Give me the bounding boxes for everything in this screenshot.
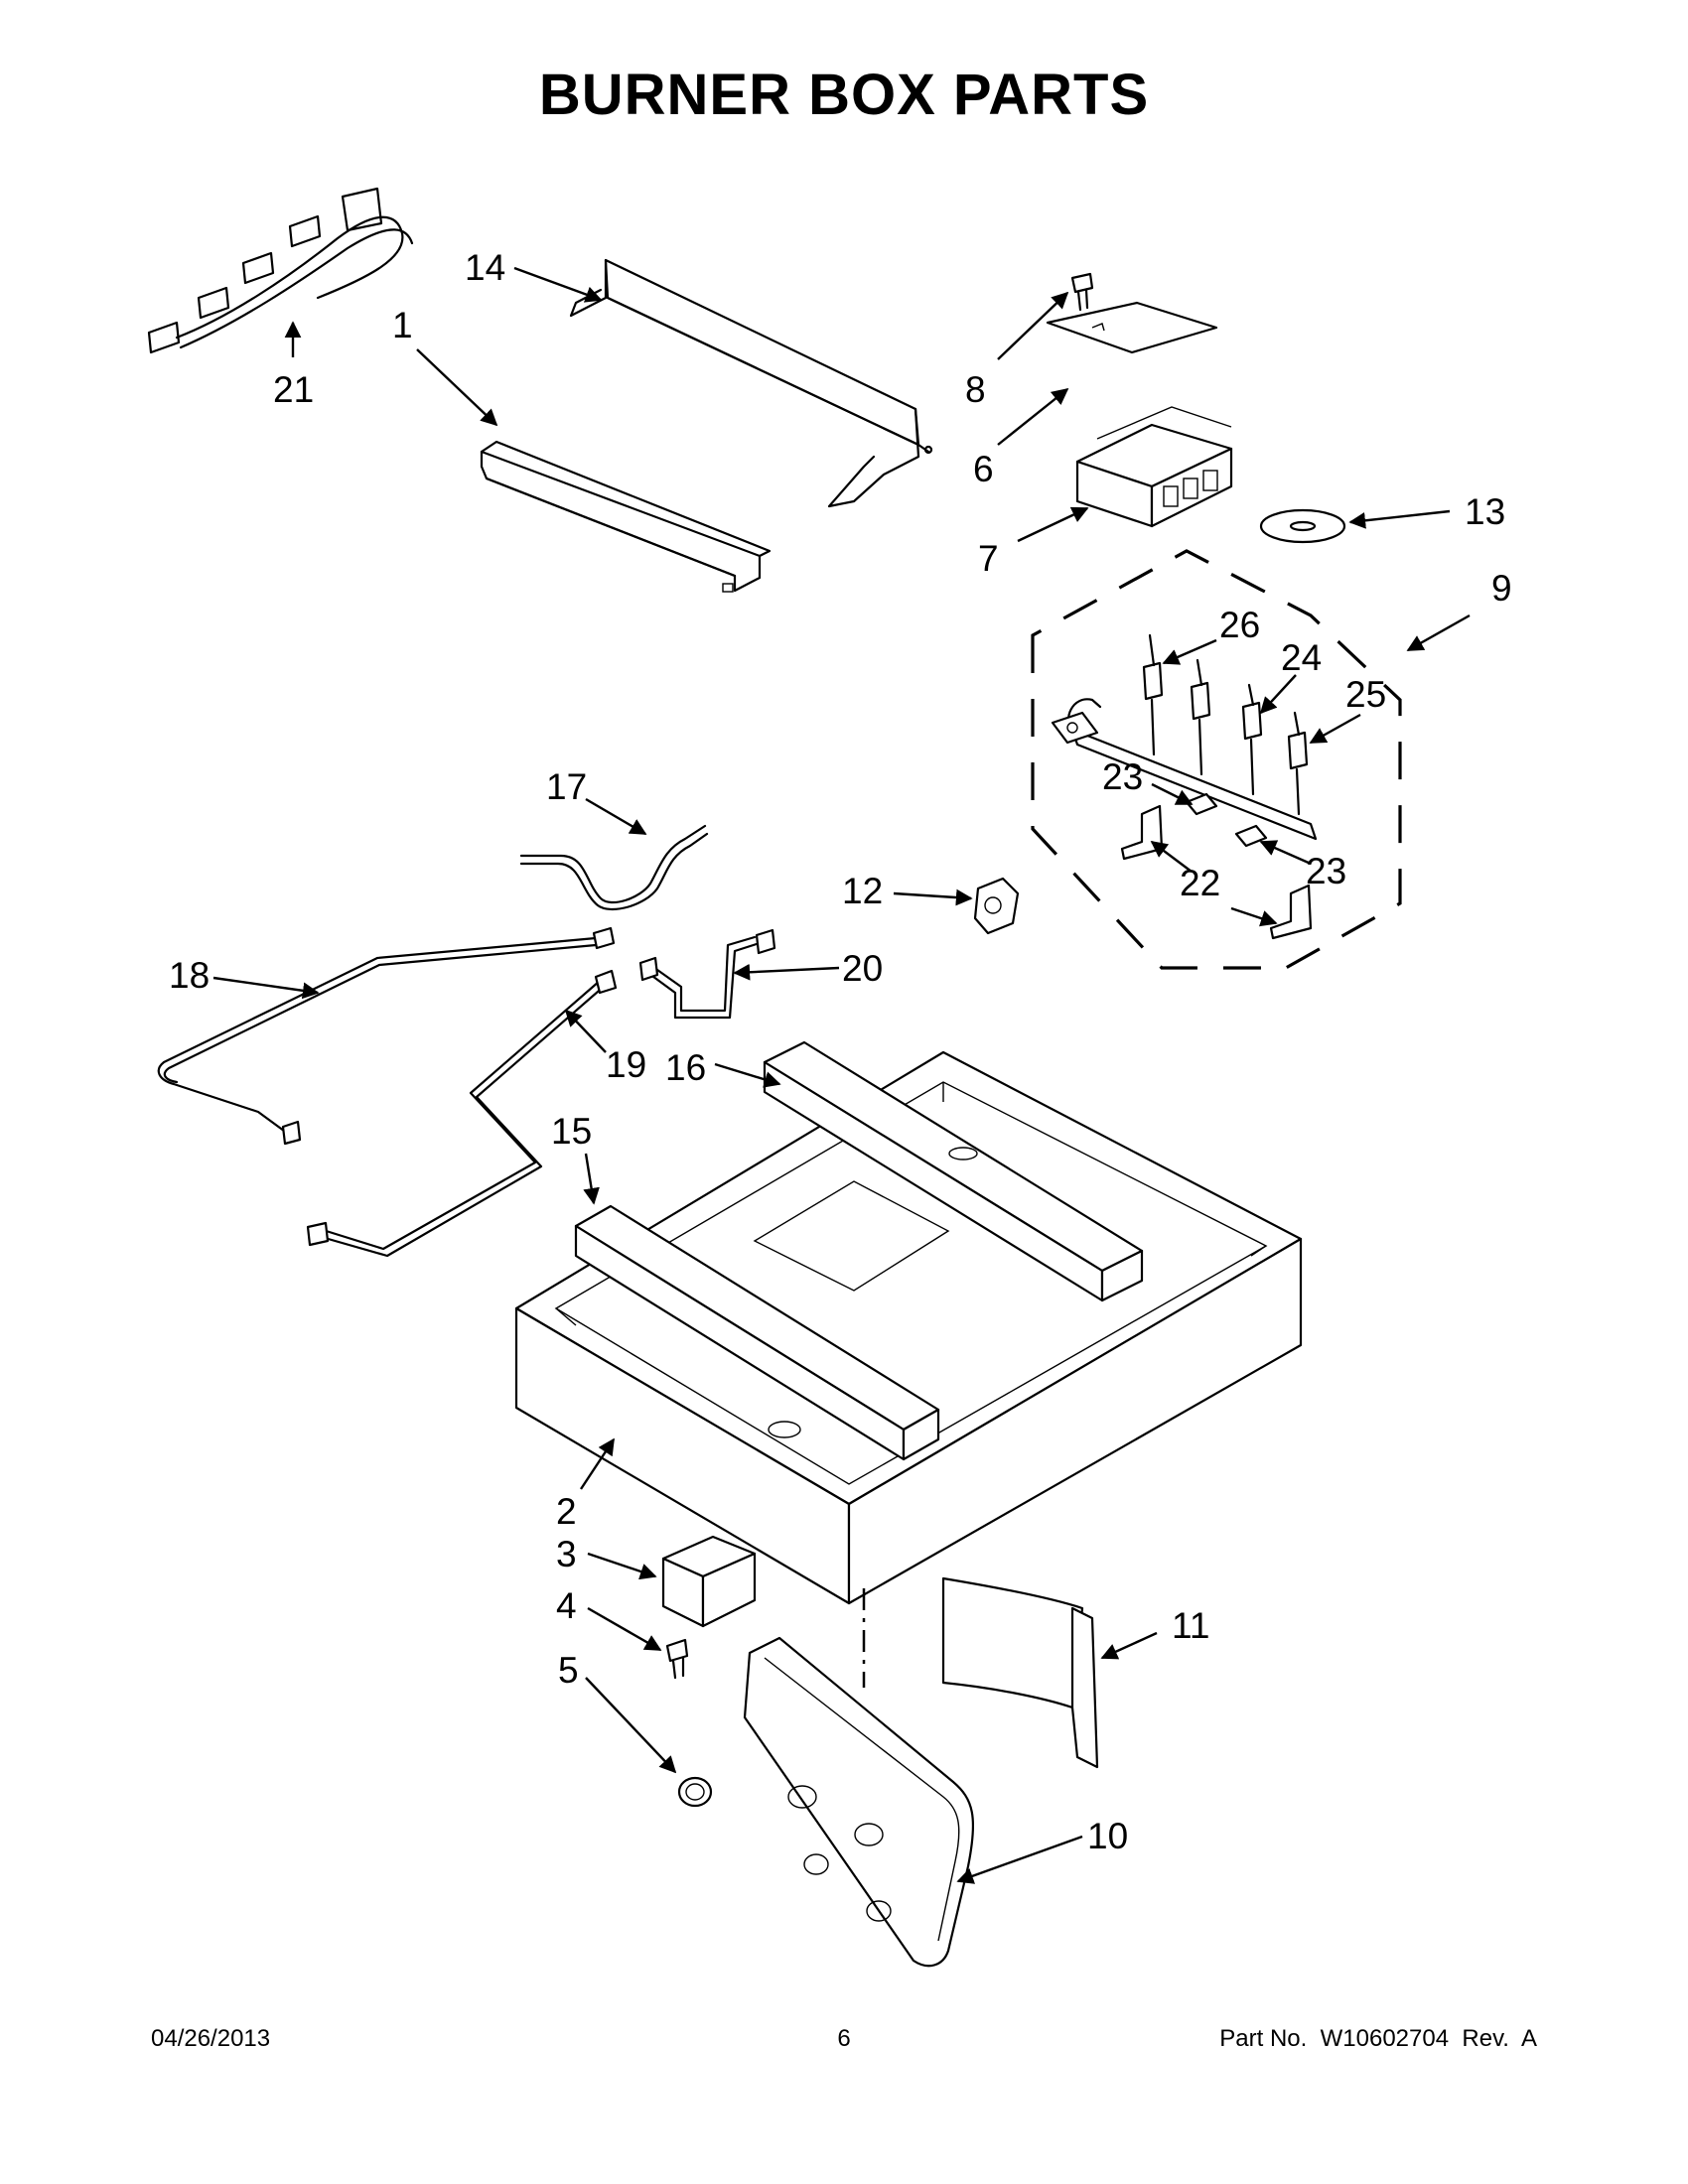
deflector-part (941, 1576, 1099, 1769)
igniter-harness-part (147, 187, 414, 354)
callout-18: 18 (169, 955, 210, 996)
page-title: BURNER BOX PARTS (538, 63, 1150, 127)
callout-21: 21 (273, 369, 314, 410)
screw-4-part (665, 1638, 689, 1680)
callout-26: 26 (1219, 605, 1260, 645)
callout-1: 1 (392, 305, 413, 345)
support-rail-16-part (763, 1040, 1144, 1302)
footer-page-number: 6 (837, 2025, 851, 2052)
callout-22: 22 (1180, 863, 1220, 903)
callout-5: 5 (558, 1650, 579, 1691)
support-rail-15-part (574, 1204, 940, 1461)
footer-date: 04/26/2013 (151, 2025, 271, 2052)
callout-8: 8 (965, 369, 986, 410)
control-housing-part (1075, 406, 1233, 528)
plug-part (677, 1776, 713, 1808)
valve-25-part (1287, 711, 1309, 816)
valve-26-part (1142, 633, 1164, 756)
channel-bracket-part (480, 440, 772, 593)
leader-lines (212, 266, 1471, 1884)
tube-17-part (519, 824, 707, 904)
callout-6: 6 (973, 449, 994, 489)
callout-7: 7 (978, 538, 999, 579)
tube-19-part (306, 969, 618, 1258)
callout-14: 14 (465, 247, 505, 288)
callout-13: 13 (1465, 491, 1505, 532)
bracket-22-upper-part (1120, 804, 1164, 861)
callout-20: 20 (842, 948, 883, 989)
cover-plate-part (1046, 301, 1218, 354)
callout-12: 12 (842, 871, 883, 911)
callout-4: 4 (556, 1585, 577, 1626)
callout-23-upper: 23 (1102, 756, 1143, 797)
callout-17: 17 (546, 766, 587, 807)
bottom-cover-part (743, 1636, 975, 1968)
tube-18-part (157, 926, 616, 1146)
tube-20-part (638, 928, 776, 1020)
callout-9: 9 (1491, 568, 1512, 609)
callout-23-lower: 23 (1306, 851, 1346, 891)
callout-11: 11 (1172, 1605, 1209, 1646)
clip-23-lower-part (1234, 824, 1268, 848)
callout-labels: 14 1 21 8 6 7 13 9 26 24 25 23 22 23 12 … (169, 247, 1512, 1856)
valve-24-part (1241, 683, 1263, 796)
junction-box-part (661, 1535, 757, 1628)
burner-box-part (514, 1050, 1303, 1605)
clip-23-upper-part (1185, 792, 1218, 816)
valve-a-part (1190, 658, 1211, 776)
regulator-part (973, 877, 1020, 935)
callout-10: 10 (1087, 1816, 1128, 1856)
callout-19: 19 (606, 1044, 646, 1085)
callout-16: 16 (665, 1047, 706, 1088)
washer-part (1259, 508, 1346, 544)
callout-2: 2 (556, 1491, 577, 1532)
callout-25: 25 (1345, 674, 1386, 715)
manifold-assembly-group (1031, 549, 1402, 970)
screw-8-part (1070, 272, 1094, 312)
callout-24: 24 (1281, 637, 1322, 678)
heat-shield-part (569, 258, 933, 508)
bracket-22-lower-part (1269, 884, 1313, 940)
tube-17-part-b (519, 832, 709, 910)
callout-3: 3 (556, 1534, 577, 1574)
callout-15: 15 (551, 1111, 592, 1152)
footer-part-number: Part No. W10602704 Rev. A (1219, 2025, 1537, 2052)
